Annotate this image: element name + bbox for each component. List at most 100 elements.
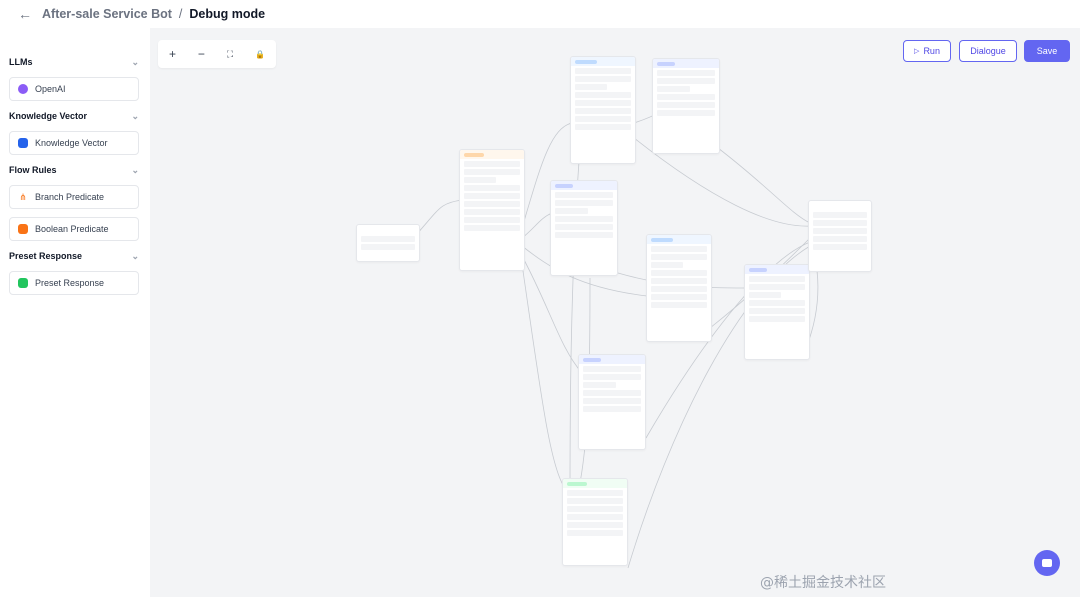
edge: [521, 212, 553, 239]
node-field: [651, 294, 707, 300]
node-field: [651, 262, 683, 268]
flow-node-openai-1[interactable]: [652, 58, 720, 154]
flow-canvas[interactable]: + − ⛶ 🔒 ▷ Run Dialogue Save: [150, 28, 1080, 597]
sidebar-item-preset-response[interactable]: Preset Response: [9, 271, 139, 295]
breadcrumb-parent[interactable]: After-sale Service Bot: [42, 7, 172, 21]
section-title: Preset Response: [9, 251, 83, 261]
flow-node-knowledge-vector-1[interactable]: [570, 56, 636, 164]
edge: [521, 122, 573, 229]
section-knowledge-vector-header[interactable]: Knowledge Vector ⌄: [9, 109, 139, 123]
section-llms-header[interactable]: LLMs ⌄: [9, 55, 139, 69]
node-field: [567, 514, 623, 520]
node-field: [651, 246, 707, 252]
chevron-down-icon[interactable]: ⌄: [131, 56, 139, 67]
zoom-in-icon[interactable]: +: [168, 47, 176, 61]
edge: [717, 147, 811, 224]
node-field: [464, 201, 520, 207]
component-sidebar: LLMs ⌄ OpenAI Knowledge Vector ⌄ Knowled…: [0, 28, 148, 597]
zoom-toolbar: + − ⛶ 🔒: [158, 40, 276, 68]
sidebar-item-boolean-predicate[interactable]: Boolean Predicate: [9, 217, 139, 241]
node-tag: [555, 183, 573, 188]
node-field: [464, 225, 520, 231]
save-button[interactable]: Save: [1024, 40, 1070, 62]
chevron-down-icon[interactable]: ⌄: [131, 110, 139, 121]
openai-icon: [18, 84, 28, 94]
fit-view-icon[interactable]: ⛶: [226, 48, 234, 59]
boolean-icon: [18, 224, 28, 234]
sidebar-item-knowledge-vector[interactable]: Knowledge Vector: [9, 131, 139, 155]
page-title: Debug mode: [189, 7, 266, 21]
flow-node-knowledge-vector-2[interactable]: [646, 234, 712, 342]
flow-node-branch-predicate[interactable]: [459, 149, 525, 271]
node-field: [657, 102, 715, 108]
edge: [521, 255, 583, 374]
node-field: [575, 124, 631, 130]
node-field: [583, 406, 641, 412]
breadcrumb-separator: /: [178, 7, 183, 21]
node-field: [361, 244, 415, 250]
node-field: [575, 100, 631, 106]
node-field: [749, 308, 805, 314]
node-tag: [657, 61, 675, 66]
node-header: [809, 201, 871, 210]
lock-icon[interactable]: 🔒: [255, 49, 266, 59]
flow-node-openai-2[interactable]: [550, 180, 618, 276]
zoom-out-icon[interactable]: −: [197, 47, 205, 61]
header: ← After-sale Service Bot / Debug mode: [0, 0, 1080, 28]
section-flow-rules-header[interactable]: Flow Rules ⌄: [9, 163, 139, 177]
node-field: [464, 161, 520, 167]
node-field: [651, 278, 707, 284]
sidebar-item-branch-predicate[interactable]: ⋔ Branch Predicate: [9, 185, 139, 209]
node-field: [575, 108, 631, 114]
node-field: [575, 68, 631, 74]
node-field: [651, 286, 707, 292]
edge: [415, 199, 463, 236]
node-tag: [567, 481, 587, 486]
node-field: [555, 216, 613, 222]
node-field: [464, 193, 520, 199]
chevron-down-icon[interactable]: ⌄: [131, 164, 139, 175]
node-field: [657, 94, 715, 100]
node-tag: [583, 357, 601, 362]
flow-node-openai-3[interactable]: [744, 264, 810, 360]
sidebar-item-label: Branch Predicate: [35, 192, 105, 202]
book-icon: [18, 138, 28, 148]
node-field: [657, 110, 715, 116]
node-tag: [464, 152, 484, 157]
section-preset-response-header[interactable]: Preset Response ⌄: [9, 249, 139, 263]
flow-node-user-input[interactable]: [356, 224, 420, 262]
dialogue-button[interactable]: Dialogue: [959, 40, 1017, 62]
flow-node-output[interactable]: [808, 200, 872, 272]
node-header: [563, 479, 627, 488]
node-field: [657, 70, 715, 76]
node-field: [567, 530, 623, 536]
node-field: [749, 300, 805, 306]
sidebar-item-label: OpenAI: [35, 84, 66, 94]
node-header: [647, 235, 711, 244]
node-field: [567, 490, 623, 496]
flow-node-preset-response[interactable]: [562, 478, 628, 566]
chat-bubble-icon: [1042, 559, 1052, 567]
sidebar-item-openai[interactable]: OpenAI: [9, 77, 139, 101]
node-field: [464, 217, 520, 223]
node-header: [653, 59, 719, 68]
node-field: [813, 244, 867, 250]
node-tag: [651, 237, 673, 242]
node-tag: [575, 59, 597, 64]
node-field: [651, 270, 707, 276]
node-header: [551, 181, 617, 190]
node-field: [361, 236, 415, 242]
node-field: [555, 232, 613, 238]
node-field: [583, 398, 641, 404]
back-arrow-icon[interactable]: ←: [18, 6, 32, 22]
chevron-down-icon[interactable]: ⌄: [131, 250, 139, 261]
node-field: [657, 78, 715, 84]
flow-node-openai-4[interactable]: [578, 354, 646, 450]
node-field: [555, 224, 613, 230]
node-field: [813, 236, 867, 242]
node-field: [464, 169, 520, 175]
node-field: [575, 116, 631, 122]
node-field: [567, 498, 623, 504]
run-button[interactable]: ▷ Run: [903, 40, 951, 62]
chat-button[interactable]: [1034, 550, 1060, 576]
